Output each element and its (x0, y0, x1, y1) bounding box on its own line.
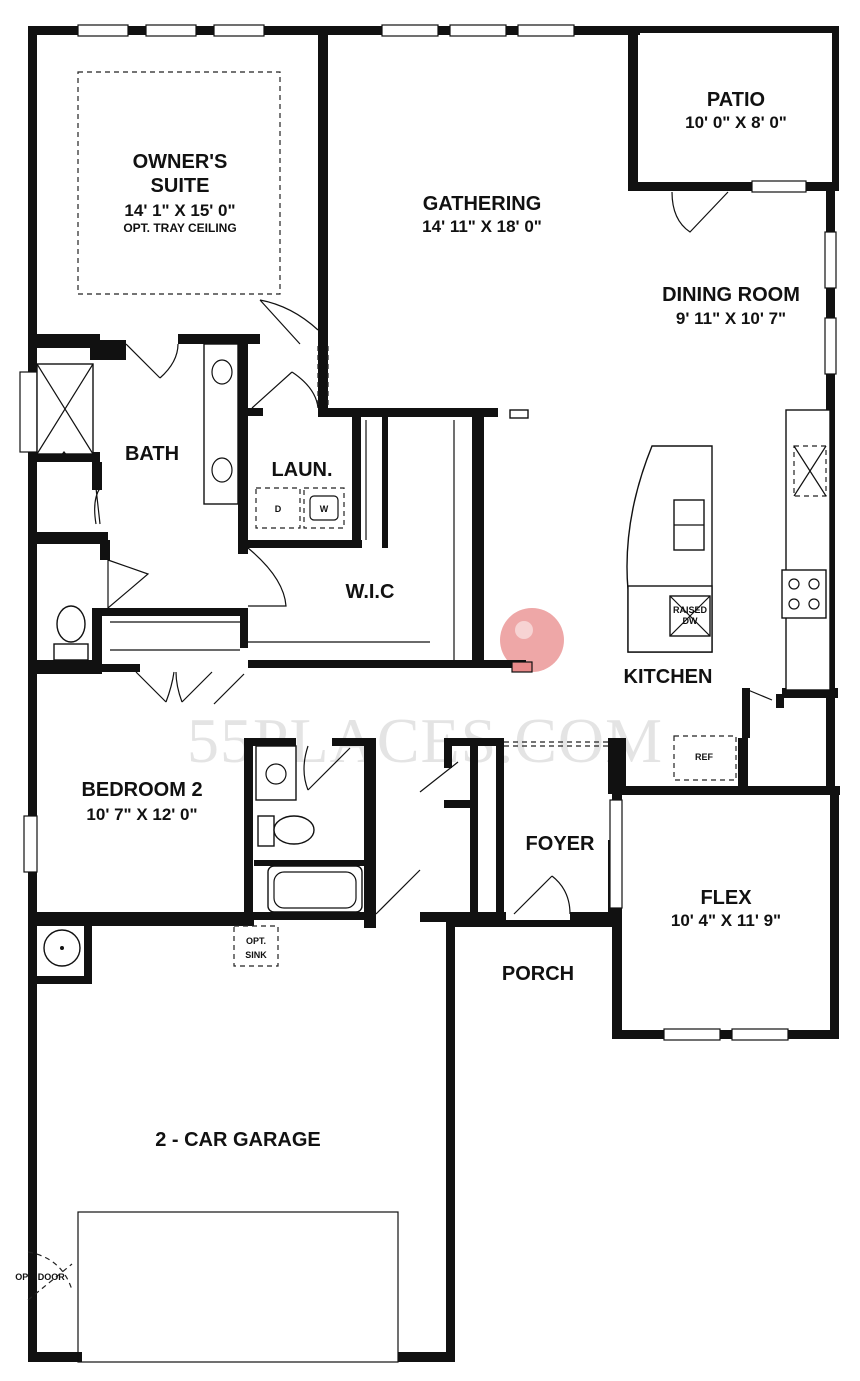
dining-room-dims: 9' 11" X 10' 7" (676, 309, 786, 328)
dryer-label: D (275, 504, 282, 514)
owners-suite-dims: 14' 1" X 15' 0" (124, 201, 235, 220)
washer-label: W (320, 504, 329, 514)
patio-dims: 10' 0" X 8' 0" (685, 113, 787, 132)
dining-room-label: DINING ROOM (662, 284, 800, 306)
bedroom2-label: BEDROOM 2 (81, 779, 202, 801)
windows (19, 24, 837, 1041)
wic-label: W.I.C (346, 581, 395, 603)
bath-label: BATH (125, 443, 179, 465)
bedroom2-dims: 10' 7" X 12' 0" (86, 805, 197, 824)
garage-label: 2 - CAR GARAGE (155, 1129, 321, 1151)
tray-ceiling-outline (77, 71, 281, 295)
fixtures (36, 343, 831, 1363)
owners-suite-label-1: OWNER'S (133, 151, 228, 173)
owners-suite-note: OPT. TRAY CEILING (123, 221, 236, 235)
room-labels: OWNER'S SUITE 14' 1" X 15' 0" OPT. TRAY … (15, 89, 800, 1282)
laundry-label: LAUN. (271, 459, 332, 481)
watermark-dot (500, 608, 564, 672)
dishwasher-label-1: RAISED (673, 605, 708, 615)
gathering-label: GATHERING (423, 193, 542, 215)
flex-label: FLEX (700, 887, 752, 909)
opt-door-label: OPT. DOOR (15, 1272, 65, 1282)
opt-sink-label-1: OPT. (246, 936, 266, 946)
interior-walls (28, 26, 838, 984)
patio-label: PATIO (707, 89, 765, 111)
kitchen-label: KITCHEN (624, 666, 713, 688)
owners-suite-label-2: SUITE (151, 175, 210, 197)
opt-sink-label-2: SINK (245, 950, 267, 960)
refrigerator-label: REF (695, 752, 714, 762)
porch-label: PORCH (502, 963, 574, 985)
flex-dims: 10' 4" X 11' 9" (671, 911, 781, 930)
dishwasher-label-2: DW (683, 616, 698, 626)
gathering-dims: 14' 11" X 18' 0" (422, 217, 542, 236)
doors (27, 191, 773, 1301)
foyer-label: FOYER (526, 833, 595, 855)
